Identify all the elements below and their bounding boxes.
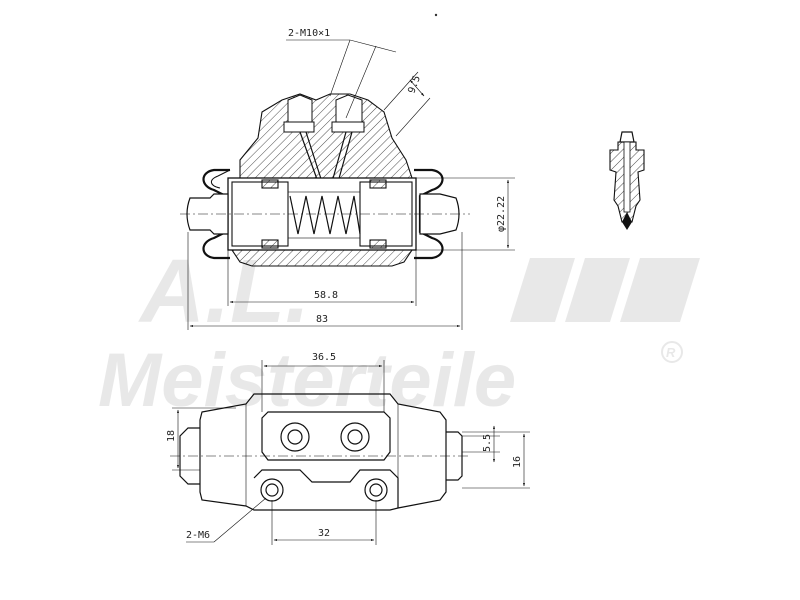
mount-flange <box>253 469 399 508</box>
watermark-stripes-icon <box>510 258 700 322</box>
dim-nipple-offset: 5.5 <box>482 434 493 452</box>
dim-mount-thread: 2-M6 <box>186 530 210 541</box>
watermark-meisterteile: Meisterteile <box>98 338 516 423</box>
bottom-dimensions: 36.5 18 5.5 16 2-M6 32 <box>166 352 530 545</box>
dim-inner-length: 58.8 <box>314 290 338 301</box>
spring <box>289 195 361 235</box>
bleed-valve-view <box>609 131 645 230</box>
registered-mark-icon <box>661 341 683 363</box>
housing-top <box>239 93 413 179</box>
port-boss <box>261 411 391 461</box>
bleed-valve-tip <box>619 131 635 143</box>
dim-bolt-spacing-bottom: 32 <box>318 528 330 539</box>
dim-bore-diameter: φ22.22 <box>496 196 507 232</box>
port-hole-left <box>280 422 310 452</box>
stray-dot <box>434 13 438 17</box>
port-hole-right <box>340 422 370 452</box>
bottom-view <box>170 393 470 511</box>
dim-body-height: 18 <box>166 430 177 442</box>
section-dimensions: 2-M10×1 9.5 φ22.22 58.8 83 <box>187 28 515 330</box>
section-view <box>180 93 470 267</box>
housing-bottom <box>230 249 414 267</box>
mount-hole-right <box>364 478 388 502</box>
dim-nipple-height: 16 <box>512 456 523 468</box>
registered-mark: R <box>666 345 676 360</box>
dim-thread-ports: 2-M10×1 <box>288 28 330 39</box>
dim-bolt-spacing-top: 36.5 <box>312 352 336 363</box>
dim-overall-length: 83 <box>316 314 328 325</box>
body-outline <box>199 393 447 511</box>
mount-hole-left <box>260 478 284 502</box>
